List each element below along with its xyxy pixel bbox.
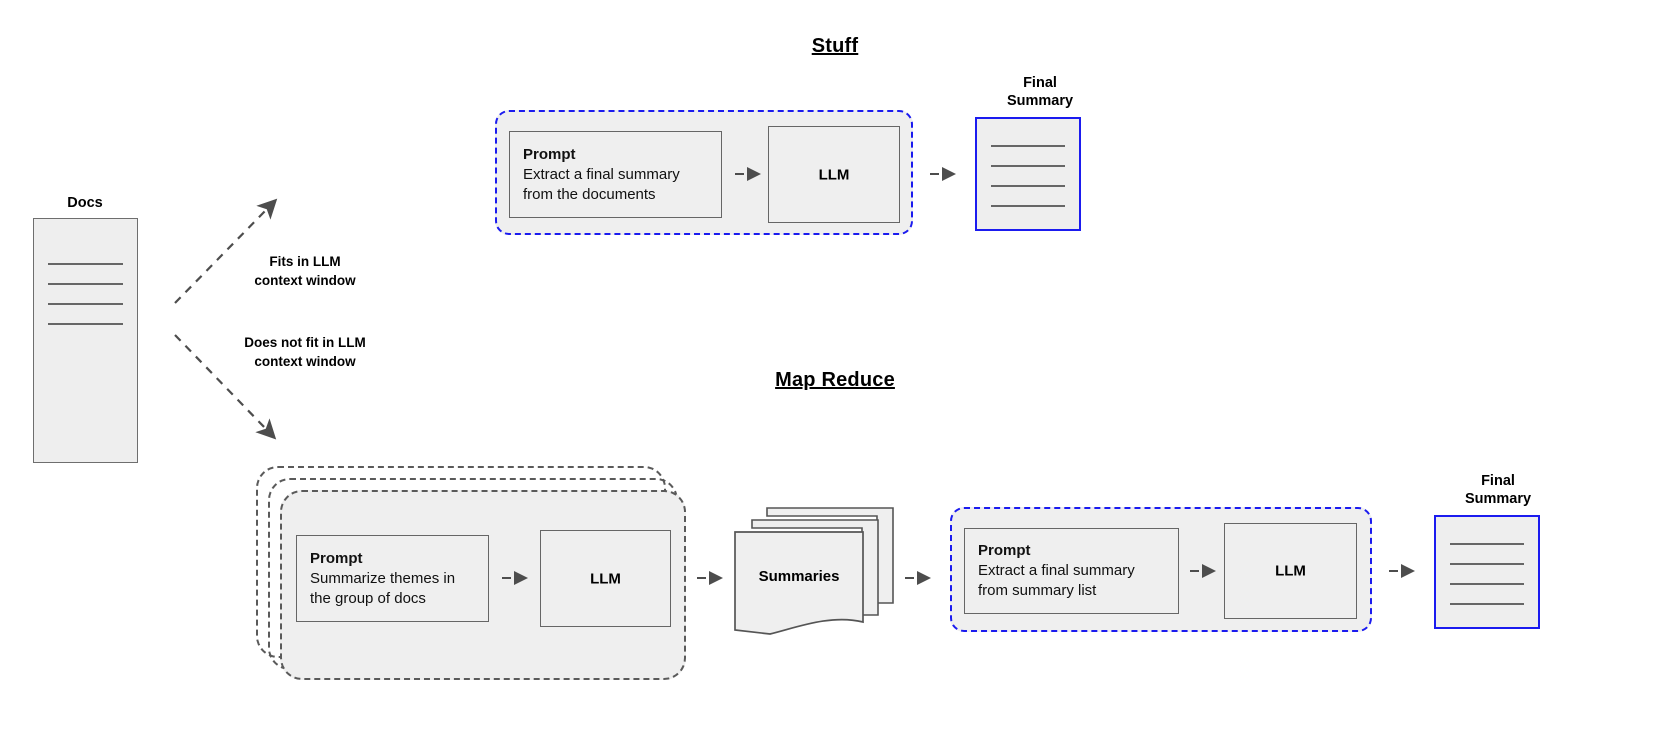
section-title-stuff: Stuff bbox=[811, 35, 859, 57]
arrow-stub bbox=[1190, 570, 1199, 572]
arrow-head-icon bbox=[709, 571, 723, 585]
map-prompt-line-1: Summarize themes in bbox=[310, 569, 456, 587]
reduce-prompt-box: Prompt Extract a final summary from summ… bbox=[964, 528, 1179, 614]
map-prompt-line-2: the group of docs bbox=[310, 589, 426, 607]
reduce-llm-label: LLM bbox=[1275, 562, 1306, 580]
map-prompt-text: Prompt Summarize themes in the group of … bbox=[310, 549, 480, 609]
map-reduce-final-summary-document bbox=[1434, 515, 1540, 629]
arrow-head-icon bbox=[942, 167, 956, 181]
stuff-prompt-heading: Prompt bbox=[523, 145, 576, 163]
stuff-prompt-box: Prompt Extract a final summary from the … bbox=[509, 131, 722, 218]
stuff-llm-label: LLM bbox=[818, 166, 850, 183]
stuff-prompt-line-2: from the documents bbox=[523, 185, 656, 203]
docs-line-1 bbox=[48, 263, 123, 265]
arrow-stub bbox=[905, 577, 914, 579]
arrow-head-icon bbox=[1202, 564, 1216, 578]
docs-line-3 bbox=[48, 303, 123, 305]
stuff-final-summary-caption: Final Summary bbox=[1006, 75, 1074, 109]
arrow-reduce-llm-to-final bbox=[1389, 564, 1419, 578]
section-title-map-reduce: Map Reduce bbox=[775, 369, 895, 391]
reduce-prompt-heading: Prompt bbox=[978, 542, 1031, 559]
arrow-summaries-to-reduce bbox=[905, 571, 935, 585]
map-prompt-box: Prompt Summarize themes in the group of … bbox=[296, 535, 489, 622]
stuff-final-summary-document bbox=[975, 117, 1081, 231]
final-summary-line-4 bbox=[991, 205, 1065, 207]
arrow-stub bbox=[502, 577, 511, 579]
arrow-map-prompt-to-llm bbox=[502, 571, 532, 585]
arrow-reduce-prompt-to-llm bbox=[1190, 564, 1220, 578]
docs-document bbox=[33, 218, 138, 463]
final-summary-line-3 bbox=[991, 185, 1065, 187]
branch-label-fits: Fits in LLM context window bbox=[254, 254, 356, 288]
final-summary-line-4 bbox=[1450, 603, 1524, 605]
final-summary-line-2 bbox=[1450, 563, 1524, 565]
arrow-head-icon bbox=[917, 571, 931, 585]
map-prompt-heading: Prompt bbox=[310, 549, 363, 567]
final-summary-line-1 bbox=[991, 145, 1065, 147]
arrow-stub bbox=[697, 577, 706, 579]
arrow-stub bbox=[930, 173, 939, 175]
stuff-prompt-line-1: Extract a final summary bbox=[523, 165, 680, 183]
reduce-prompt-text: Prompt Extract a final summary from summ… bbox=[978, 541, 1170, 601]
arrow-stuff-llm-to-summary bbox=[930, 167, 960, 181]
branch-label-does-not-fit: Does not fit in LLM context window bbox=[244, 335, 366, 369]
arrow-stub bbox=[735, 173, 744, 175]
arrow-stuff-prompt-to-llm bbox=[735, 167, 765, 181]
arrow-head-icon bbox=[747, 167, 761, 181]
final-summary-line-3 bbox=[1450, 583, 1524, 585]
reduce-llm-box: LLM bbox=[1224, 523, 1357, 619]
docs-line-4 bbox=[48, 323, 123, 325]
arrow-stub bbox=[1389, 570, 1398, 572]
arrow-map-llm-to-summaries bbox=[697, 571, 727, 585]
stuff-llm-box: LLM bbox=[768, 126, 900, 223]
map-llm-label: LLM bbox=[590, 570, 621, 587]
arrow-head-icon bbox=[1401, 564, 1415, 578]
final-summary-line-1 bbox=[1450, 543, 1524, 545]
map-llm-box: LLM bbox=[540, 530, 671, 627]
final-summary-line-2 bbox=[991, 165, 1065, 167]
docs-caption: Docs bbox=[67, 195, 103, 211]
reduce-prompt-line-1: Extract a final summary bbox=[978, 562, 1135, 579]
map-reduce-final-summary-caption: Final Summary bbox=[1464, 473, 1532, 507]
arrow-head-icon bbox=[514, 571, 528, 585]
stuff-prompt-text: Prompt Extract a final summary from the … bbox=[523, 145, 713, 205]
summaries-label: Summaries bbox=[758, 568, 840, 585]
reduce-prompt-line-2: from summary list bbox=[978, 582, 1097, 599]
docs-line-2 bbox=[48, 283, 123, 285]
